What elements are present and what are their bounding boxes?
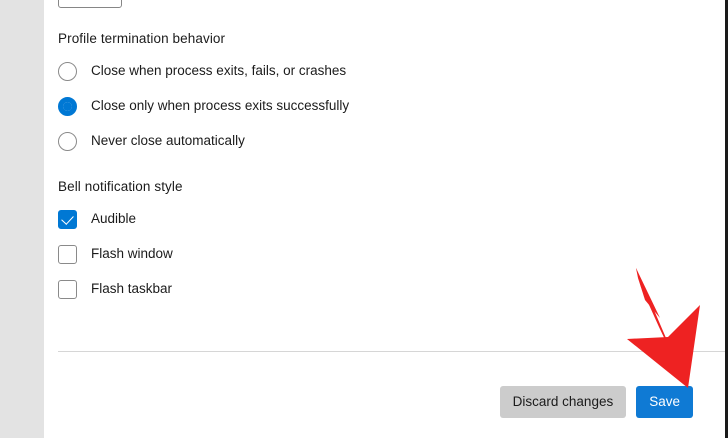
checkbox-icon-unchecked[interactable] bbox=[58, 244, 77, 264]
radio-icon-checked[interactable] bbox=[58, 96, 77, 116]
checkbox-option-flash-window[interactable]: Flash window bbox=[58, 243, 725, 265]
cropped-input-field[interactable] bbox=[58, 0, 122, 8]
radio-option-close-only-when-process-exits-successfully[interactable]: Close only when process exits successful… bbox=[58, 95, 725, 117]
radio-icon-unchecked[interactable] bbox=[58, 61, 77, 81]
setting-group-profile-termination-behavior: Profile termination behavior Close when … bbox=[58, 30, 725, 152]
radio-icon-unchecked[interactable] bbox=[58, 131, 77, 151]
settings-content: Profile termination behavior Close when … bbox=[44, 0, 725, 351]
checkbox-option-flash-taskbar[interactable]: Flash taskbar bbox=[58, 278, 725, 300]
checkbox-icon-unchecked[interactable] bbox=[58, 279, 77, 299]
checkbox-label-audible: Audible bbox=[91, 211, 137, 226]
setting-group-bell-notification-style: Bell notification style Audible Flash wi… bbox=[58, 178, 725, 300]
checkbox-label-flash-window: Flash window bbox=[91, 246, 173, 261]
checkbox-icon-checked[interactable] bbox=[58, 209, 77, 229]
group-heading-profile-termination-behavior: Profile termination behavior bbox=[58, 31, 226, 46]
radio-option-never-close-automatically[interactable]: Never close automatically bbox=[58, 130, 725, 152]
save-button[interactable]: Save bbox=[636, 386, 693, 418]
discard-changes-button[interactable]: Discard changes bbox=[499, 386, 627, 418]
radio-label-close-when-process-exits-fails-or-crashes: Close when process exits, fails, or cras… bbox=[91, 63, 347, 78]
footer-divider bbox=[58, 351, 725, 352]
navigation-rail[interactable] bbox=[0, 0, 44, 438]
radio-option-close-when-process-exits-fails-or-crashes[interactable]: Close when process exits, fails, or cras… bbox=[58, 60, 725, 82]
radio-label-never-close-automatically: Never close automatically bbox=[91, 133, 245, 148]
checkbox-label-flash-taskbar: Flash taskbar bbox=[91, 281, 173, 296]
footer-action-bar: Discard changes Save bbox=[499, 386, 693, 418]
group-heading-bell-notification-style: Bell notification style bbox=[58, 179, 183, 194]
radio-label-close-only-when-process-exits-successfully: Close only when process exits successful… bbox=[91, 98, 350, 113]
settings-pane: Profile termination behavior Close when … bbox=[44, 0, 725, 438]
checkbox-option-audible[interactable]: Audible bbox=[58, 208, 725, 230]
